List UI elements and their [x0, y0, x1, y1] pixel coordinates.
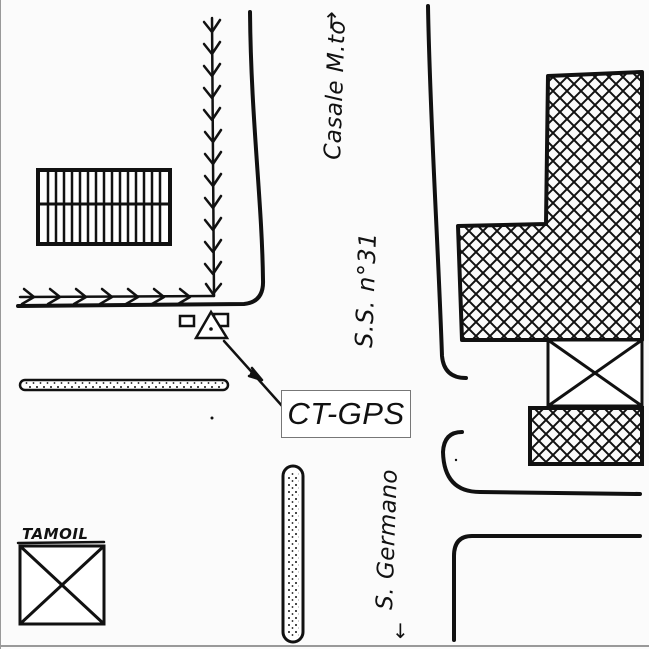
- crosshatch-building-icon: [456, 70, 644, 342]
- road-edge-right-middle: [441, 430, 642, 496]
- label-road-ss31: S.S. n°31: [350, 232, 382, 349]
- tree-row-horizontal-icon: [18, 287, 216, 306]
- road-edge-right-lower: [452, 534, 642, 642]
- gps-station-triangle-icon: [193, 309, 230, 340]
- station-label-box: CT-GPS: [281, 390, 411, 438]
- gps-station-marker: [178, 309, 230, 340]
- label-germano: S. Germano: [372, 469, 403, 611]
- crosshatch-building-lower: [528, 406, 644, 466]
- striped-building: [36, 168, 172, 246]
- label-casale: Casale M.to: [320, 20, 351, 161]
- median-strip-vertical: [281, 464, 305, 644]
- tamoil-station: [16, 540, 106, 626]
- median-strip-horizontal: [18, 378, 230, 392]
- station-label: CT-GPS: [287, 396, 405, 431]
- label-tamoil: TAMOIL: [22, 525, 89, 543]
- road-edge-right-upper: [426, 4, 468, 380]
- crossed-box-icon: [546, 338, 644, 408]
- road-edge-left: [16, 10, 266, 308]
- station-pointer: [222, 339, 285, 409]
- label-casale-arrow: →: [319, 10, 345, 30]
- tree-row-vertical-icon: [202, 16, 223, 298]
- label-germano-arrow: ↓: [392, 619, 409, 643]
